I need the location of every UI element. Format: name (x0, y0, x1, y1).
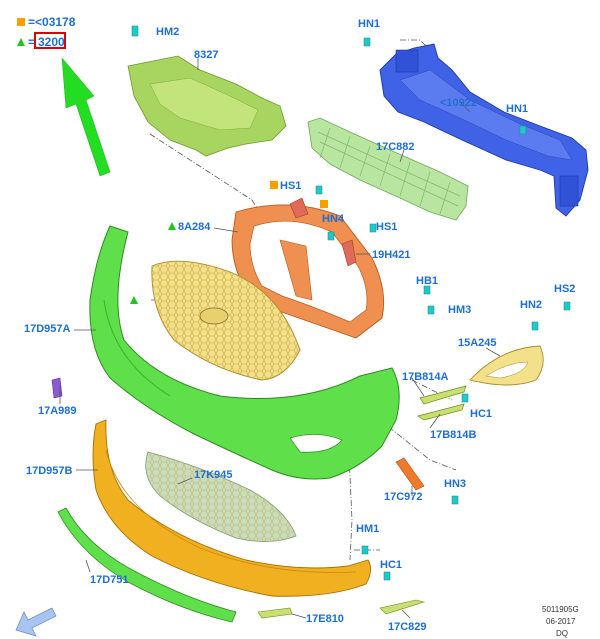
label-8327: 8327 (194, 49, 218, 61)
marker-square-bracket-icon (320, 200, 328, 208)
part-upper-grille-mesh (151, 260, 301, 381)
fasteners (131, 25, 571, 581)
label-8a284: 8A284 (178, 221, 211, 233)
fastener-hn1-top-icon (363, 37, 371, 47)
label-17c972: 17C972 (384, 491, 423, 503)
footer-code: 5011905G (542, 605, 579, 614)
label-17c829: 17C829 (388, 621, 427, 633)
label-10922: <10922 (440, 97, 477, 109)
fastener-hc1-mid-icon (461, 393, 469, 403)
label-17b814a: 17B814A (402, 371, 449, 383)
part-17b814a-strip (419, 385, 467, 405)
label-hn2: HN2 (520, 299, 542, 311)
footer-date: 06-2017 (546, 617, 576, 626)
label-17c882: 17C882 (376, 141, 415, 153)
fastener-hm3-icon (427, 305, 435, 315)
legend-boxed-code: 3200 (38, 35, 65, 49)
legend-highlight-box (34, 32, 66, 49)
label-hn4: HN4 (322, 213, 345, 225)
part-8327-shield (127, 55, 287, 157)
orientation-arrow-icon (15, 607, 57, 637)
legend-triangle-icon (17, 38, 25, 46)
part-17d957a-bumper-cover (89, 225, 400, 480)
label-hs2: HS2 (554, 283, 575, 295)
part-hs1-bracket (289, 197, 309, 219)
label-17d751: 17D751 (90, 574, 129, 586)
part-17c972-tow-cover (395, 457, 425, 491)
label-17b814b: 17B814B (430, 429, 477, 441)
fastener-hm2-icon (131, 25, 139, 37)
part-17d957b-lower-bumper (92, 419, 371, 597)
part-10922-beam (379, 43, 589, 217)
legend-square-text: =<03178 (28, 15, 76, 29)
label-hm3: HM3 (448, 304, 471, 316)
label-17d957a: 17D957A (24, 323, 71, 335)
label-17a989: 17A989 (38, 405, 77, 417)
fastener-hn3-icon (451, 495, 459, 505)
label-19h421: 19H421 (372, 249, 411, 261)
label-hs1-mid: HS1 (376, 221, 397, 233)
fastener-hn2-icon (531, 321, 539, 331)
fastener-hs2-icon (563, 301, 571, 311)
footer-initials: DQ (556, 629, 568, 638)
label-hn1-top: HN1 (358, 18, 380, 30)
part-17k945-lower-grille (145, 451, 297, 542)
fastener-hc1-low-icon (383, 571, 391, 581)
part-17b814b-strip (417, 403, 465, 421)
part-17e810-trim (257, 607, 293, 619)
label-hc1-mid: HC1 (470, 408, 492, 420)
label-hs1-top: HS1 (280, 180, 301, 192)
marker-triangle-grille-icon (130, 296, 138, 304)
part-17d751-lower-lip (57, 507, 237, 623)
label-hn1-mid: HN1 (506, 103, 528, 115)
pointer-arrow-icon (61, 57, 111, 177)
fastener-hb1-icon (423, 285, 431, 295)
label-hc1-low: HC1 (380, 559, 402, 571)
label-hn3: HN3 (444, 478, 466, 490)
part-15a245-bezel (469, 345, 544, 386)
label-17d957b: 17D957B (26, 465, 73, 477)
label-15a245: 15A245 (458, 337, 497, 349)
fastener-hn1-mid-icon (519, 125, 527, 135)
marker-triangle-8a284-icon (168, 222, 176, 230)
part-17c829-trim (379, 599, 426, 615)
label-hm1: HM1 (356, 523, 379, 535)
label-ticks (59, 58, 501, 619)
fastener-hs1-mid-icon (369, 223, 377, 233)
part-17a989-bracket (51, 377, 63, 399)
marker-square-hs1-icon (270, 181, 278, 189)
label-17e810: 17E810 (306, 613, 344, 625)
label-17k945: 17K945 (194, 469, 233, 481)
legend-square-icon (17, 18, 25, 26)
label-hm2: HM2 (156, 26, 179, 38)
fastener-hm1-icon (361, 545, 369, 555)
legend-triangle-text: = (28, 35, 35, 49)
label-hb1: HB1 (416, 275, 438, 287)
part-19h421-bracket (341, 239, 357, 267)
fastener-hn4-icon (327, 231, 335, 241)
part-17c882-absorber (307, 117, 469, 221)
fastener-hs1-top-icon (315, 185, 323, 195)
